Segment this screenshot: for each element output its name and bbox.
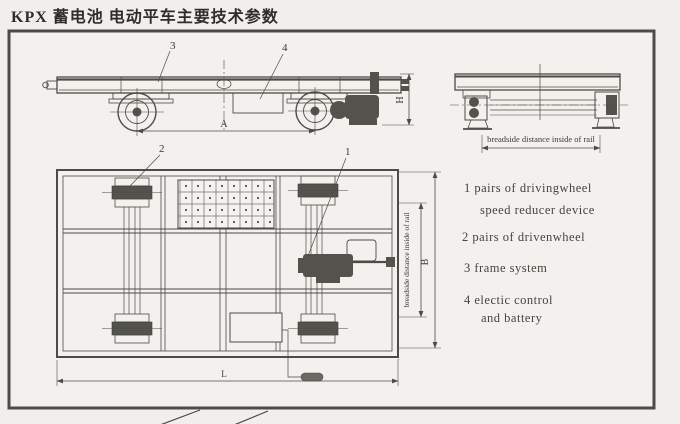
plan-wheel-bottom-left — [102, 313, 162, 344]
dimension-l-label: L — [221, 369, 227, 379]
side-view: 3 4 A H — [42, 40, 414, 136]
end-rail-gauge-dimension: breadside distance inside of rail — [481, 134, 601, 153]
plan-wheel-top-right — [288, 175, 348, 206]
plan-wheel-bottom-right — [288, 313, 348, 344]
callout-2-label: 2 — [159, 143, 165, 155]
dimension-h: H — [382, 73, 414, 126]
plan-left-axle — [123, 207, 141, 314]
plan-wheel-top-left — [102, 177, 162, 208]
callout-4-leader — [259, 53, 284, 100]
dimension-a: A — [136, 119, 316, 134]
end-buffer — [401, 79, 409, 91]
dimension-h-label: H — [395, 96, 406, 103]
plan-rail-gauge-caption: breadside distance inside of rail — [402, 213, 411, 308]
tow-coupler — [42, 80, 58, 90]
parts-list-item-4-line-1: 4 electic control — [464, 293, 554, 307]
side-battery-box — [232, 92, 284, 114]
side-left-wheel — [108, 77, 174, 136]
dimension-l: L — [56, 359, 399, 386]
parts-list-item-1-line-1: 1 pairs of drivingwheel — [464, 181, 592, 195]
cutoff-leader-lines — [160, 409, 269, 424]
callout-1-label: 1 — [345, 146, 351, 158]
callout-1-leader — [307, 157, 347, 257]
callout-4-label: 4 — [282, 42, 288, 54]
plan-outer-frame — [56, 169, 399, 358]
end-left-wheel — [462, 89, 492, 130]
drawing-border-frame — [7, 29, 656, 410]
callout-2-leader — [128, 154, 161, 188]
plan-checkered-plate — [177, 179, 275, 229]
dimension-b: B — [398, 171, 441, 349]
plan-rail-gauge-dimension: breadside distance inside of rail — [398, 202, 427, 318]
parts-list-item-2: 2 pairs of drivenwheel — [462, 230, 586, 244]
parts-list-item-1-line-2: speed reducer device — [480, 203, 595, 217]
plan-battery-box — [229, 312, 283, 343]
dimension-a-label: A — [220, 119, 228, 130]
end-view: breadside distance inside of rail — [450, 64, 628, 153]
callout-3-leader — [157, 50, 171, 83]
plan-motor-assembly — [298, 239, 395, 283]
side-drive-assembly — [330, 72, 379, 125]
end-rail-gauge-caption: breadside distance inside of rail — [487, 134, 595, 144]
side-center-hook — [216, 79, 232, 89]
end-platform — [454, 73, 621, 91]
plan-view: 2 1 breadside distance inside of rail B — [56, 143, 441, 386]
parts-list-item-4-line-2: and battery — [481, 311, 543, 325]
callout-3-label: 3 — [170, 40, 176, 52]
page-title: KPX 蓄电池 电动平车主要技术参数 — [11, 9, 279, 26]
parts-list-item-3: 3 frame system — [464, 261, 548, 275]
dimension-b-label: B — [420, 258, 431, 265]
